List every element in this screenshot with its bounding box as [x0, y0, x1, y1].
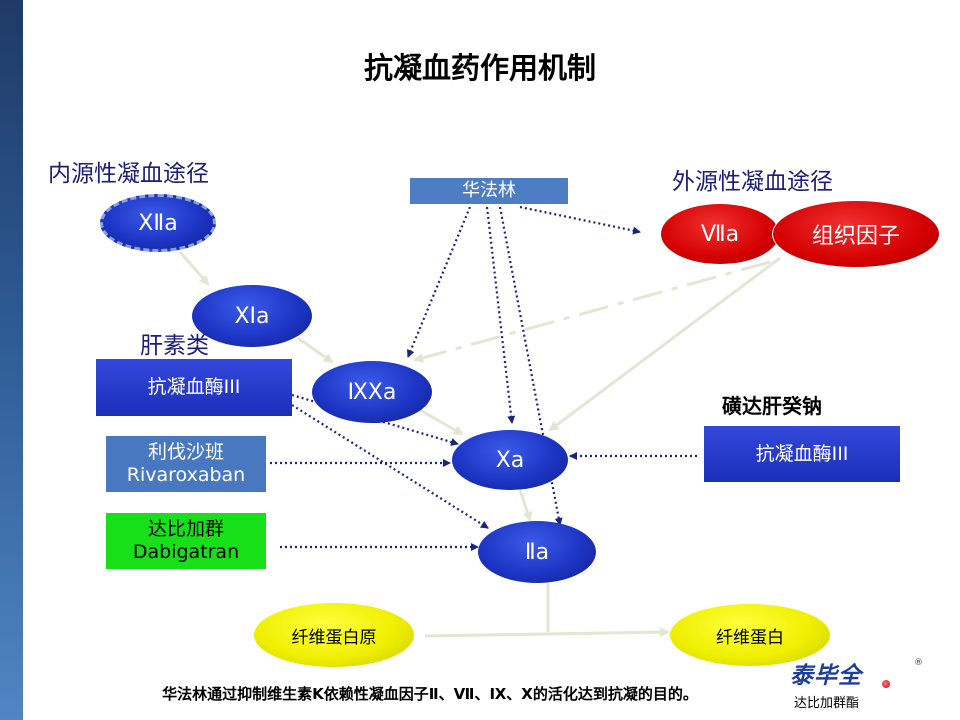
drug-dabigatran-cn-label: 达比加群 [147, 518, 224, 541]
label-extrinsic-pathway: 外源性凝血途径 [672, 169, 833, 195]
node-factor-7a: Ⅶa [660, 203, 780, 265]
arrow-10a-2a [518, 489, 533, 522]
node-factor-11a-label: XⅠa [234, 303, 270, 329]
node-factor-7a-label: Ⅶa [700, 221, 740, 247]
arrow-tf-9a-dashdot [413, 260, 771, 363]
arrow-9a-10a [419, 408, 464, 436]
node-fibrinogen: 纤维蛋白原 [254, 603, 414, 667]
logo-dot-icon [882, 680, 890, 688]
arrow-tf-10a [548, 256, 781, 432]
label-heparins: 肝素类 [140, 333, 209, 359]
node-fibrin: 纤维蛋白 [670, 604, 830, 666]
arrow-11a-9a [297, 336, 334, 364]
node-fibrin-label: 纤维蛋白 [716, 627, 784, 648]
drug-antithrombin-heparin-label: 抗凝血酶III [147, 376, 241, 399]
node-factor-2a: Ⅱa [478, 521, 596, 583]
arrow-warfarin-10a [485, 206, 516, 424]
node-factor-2a-label: Ⅱa [524, 539, 550, 565]
node-factor-9a: ⅨXa [312, 361, 432, 423]
label-fondaparinux: 磺达肝癸钠 [722, 394, 822, 418]
drug-warfarin-box: 华法林 [410, 178, 568, 204]
arrow-warfarin-2a [498, 206, 563, 526]
logo-brand-text: 泰毕全 [790, 663, 862, 689]
node-factor-11a: XⅠa [192, 285, 312, 347]
drug-antithrombin-fonda-box: 抗凝血酶III [704, 426, 900, 482]
drug-dabigatran-box: 达比加群 Dabigatran [106, 513, 266, 569]
node-tissue-factor-label: 组织因子 [811, 224, 900, 249]
left-accent-bar [0, 0, 23, 720]
arrow-fibrinogen-fibrin [424, 627, 670, 638]
page-title: 抗凝血药作用机制 [363, 51, 596, 85]
footnote: 华法林通过抑制维生素K依赖性凝血因子Ⅱ、Ⅶ、Ⅸ、Ⅹ的活化达到抗凝的目的。 [162, 685, 698, 703]
label-intrinsic-pathway: 内源性凝血途径 [48, 161, 209, 187]
arrow-12a-11a [178, 251, 210, 286]
node-tissue-factor: 组织因子 [772, 200, 940, 268]
drug-rivaroxaban-box: 利伐沙班 Rivaroxaban [106, 436, 266, 492]
node-factor-9a-label: ⅨXa [347, 379, 397, 405]
drug-antithrombin-heparin-box: 抗凝血酶III [96, 359, 292, 416]
arrow-warfarin-9a [406, 206, 472, 358]
arrow-warfarin-7a [519, 205, 641, 235]
node-fibrinogen-label: 纤维蛋白原 [291, 627, 377, 648]
arrow-at3-2a [291, 404, 489, 529]
drug-warfarin-label: 华法林 [462, 180, 516, 202]
logo-registered-mark: ® [914, 658, 923, 668]
node-factor-10a: Xa [452, 430, 568, 490]
node-factor-10a-label: Xa [495, 447, 525, 473]
drug-dabigatran-en-label: Dabigatran [132, 541, 240, 563]
drug-antithrombin-fonda-label: 抗凝血酶III [755, 442, 849, 465]
drug-rivaroxaban-cn-label: 利伐沙班 [147, 441, 224, 464]
drug-rivaroxaban-en-label: Rivaroxaban [126, 464, 246, 486]
node-factor-12a: XⅡa [100, 194, 216, 252]
node-factor-12a-label: XⅡa [138, 210, 178, 236]
brand-logo: 泰毕全 达比加群酯 ® [790, 656, 923, 711]
logo-subtitle: 达比加群酯 [794, 696, 860, 711]
